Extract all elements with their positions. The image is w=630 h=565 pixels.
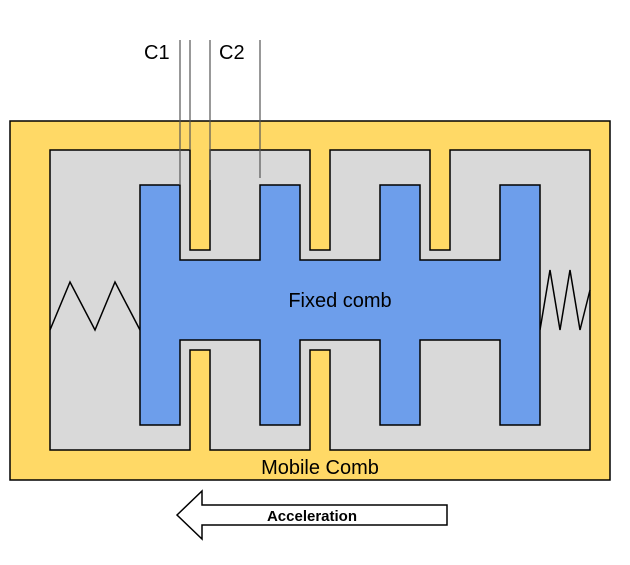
fixed-comb xyxy=(139,184,541,426)
mobile-comb-label: Mobile Comb xyxy=(261,457,379,479)
spring-icon xyxy=(539,269,591,331)
fixed-comb-label: Fixed comb xyxy=(288,290,391,312)
c2-label: C2 xyxy=(219,42,245,64)
left-arrow-icon xyxy=(175,489,448,541)
spring-icon xyxy=(49,280,141,332)
c1-label: C1 xyxy=(144,42,170,64)
acceleration-label: Acceleration xyxy=(267,508,357,525)
